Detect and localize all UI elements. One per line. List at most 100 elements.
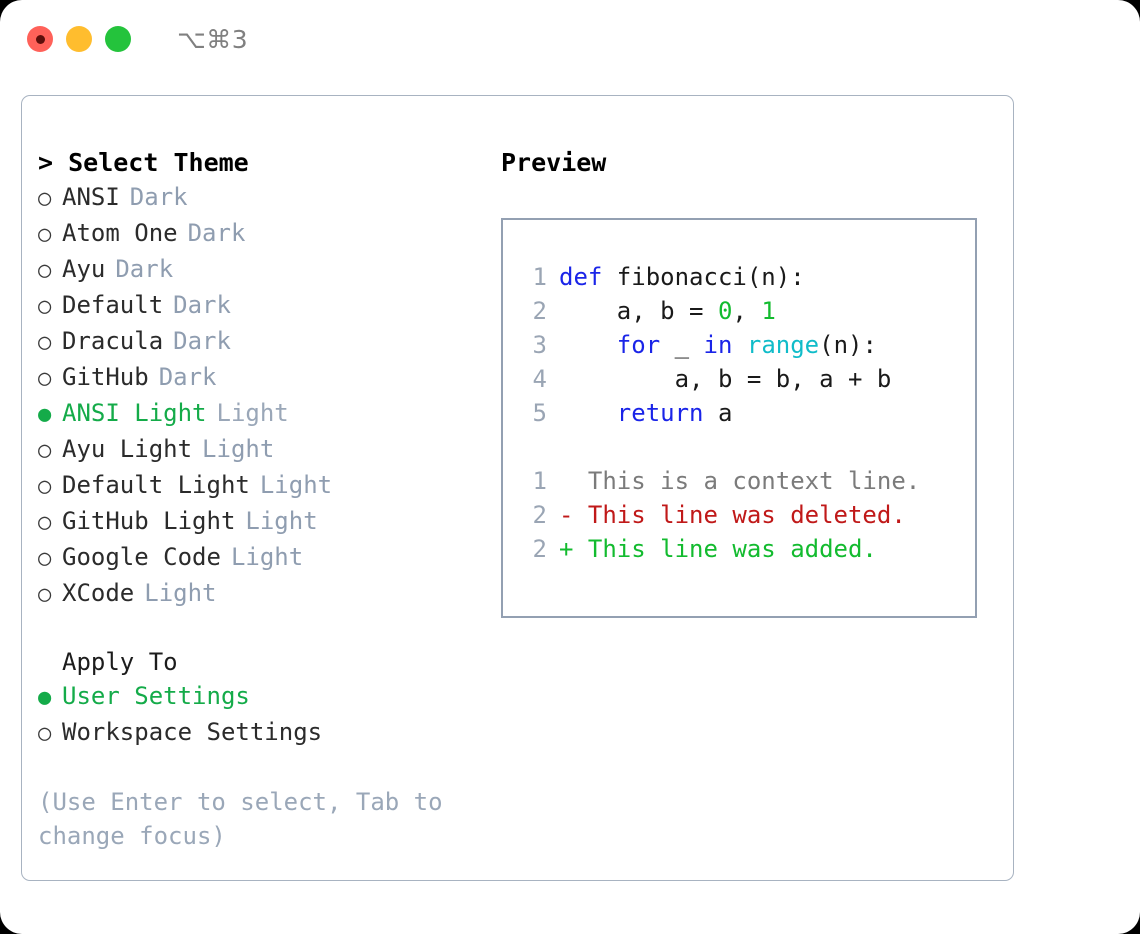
line-number: 2 [532, 535, 547, 563]
theme-option-label: GitHub [62, 363, 149, 391]
radio-unselected-icon: ○ [38, 438, 52, 463]
apply-to-option-label: User Settings [62, 682, 250, 710]
close-icon [35, 34, 45, 44]
code-token-plain: a, b = b, a + b [559, 365, 892, 393]
code-token-plain: a [703, 399, 733, 427]
code-token-kw: in [703, 331, 733, 359]
code-token-fn: range [746, 331, 820, 359]
line-number: 2 [532, 297, 547, 325]
theme-variant-badge: Light [245, 507, 318, 535]
theme-variant-badge: Dark [115, 255, 174, 283]
theme-option-label: Google Code [62, 543, 221, 571]
apply-to-option-label: Workspace Settings [62, 718, 323, 746]
theme-option-label: ANSI [62, 183, 120, 211]
theme-variant-badge: Dark [129, 183, 188, 211]
theme-option-label: ANSI Light [62, 399, 207, 427]
code-token-plain: (n): [819, 331, 877, 359]
maximize-button[interactable] [105, 26, 131, 52]
apply-to-option-list[interactable]: ●User Settings ○ Workspace Settings [38, 679, 488, 751]
theme-variant-badge: Light [259, 471, 333, 499]
theme-option-ayu-light[interactable]: ○ Ayu Light Light [38, 432, 488, 468]
line-number: 4 [532, 365, 547, 393]
keyboard-hint-text: (Use Enter to select, Tab to change focu… [38, 788, 458, 850]
code-line: 3 for _ in range(n): [521, 328, 975, 362]
apply-to-option-workspace-settings[interactable]: ○ Workspace Settings [38, 715, 488, 751]
diff-text: This is a context line. [559, 467, 921, 495]
line-number: 2 [532, 501, 547, 529]
theme-option-label: Atom One [62, 219, 178, 247]
radio-unselected-icon: ○ [38, 366, 52, 391]
code-token-kw: def [559, 263, 603, 291]
close-button[interactable] [27, 26, 53, 52]
line-number: 3 [532, 331, 547, 359]
code-token-plain [732, 331, 746, 359]
window-titlebar: ⌥⌘3 [0, 0, 1140, 78]
code-text: a, b = 0, 1 [559, 294, 776, 328]
preview-spacer [521, 430, 975, 464]
theme-option-atom-one[interactable]: ○ Atom One Dark [38, 216, 488, 252]
code-line: 2 a, b = 0, 1 [521, 294, 975, 328]
radio-unselected-icon: ○ [38, 186, 52, 211]
theme-option-label: Default Light [62, 471, 250, 499]
code-token-plain [559, 331, 617, 359]
diff-line-del: 2 - This line was deleted. [521, 498, 975, 532]
radio-unselected-icon: ○ [38, 510, 52, 535]
code-line: 5 return a [521, 396, 975, 430]
diff-sample: 1 This is a context line. 2 - This line wa… [521, 464, 975, 566]
code-token-kw: return [616, 399, 704, 427]
diff-text: + This line was added. [559, 535, 877, 563]
radio-unselected-icon: ○ [38, 582, 52, 607]
minimize-button[interactable] [66, 26, 92, 52]
radio-unselected-icon: ○ [38, 330, 52, 355]
theme-variant-badge: Light [202, 435, 275, 463]
diff-text: - This line was deleted. [559, 501, 906, 529]
radio-unselected-icon: ○ [38, 546, 52, 571]
code-line: 1 def fibonacci(n): [521, 260, 975, 294]
code-text: return a [559, 396, 733, 430]
preview-heading: Preview [501, 148, 607, 177]
theme-variant-badge: Dark [158, 363, 217, 391]
line-number: 5 [532, 399, 547, 427]
theme-option-label: GitHub Light [62, 507, 236, 535]
theme-option-label: Ayu Light [62, 435, 193, 463]
code-token-plain: a, b = [559, 297, 718, 325]
theme-option-github[interactable]: ○ GitHub Dark [38, 360, 488, 396]
theme-variant-badge: Dark [173, 291, 231, 319]
keyboard-shortcut-label: ⌥⌘3 [177, 24, 249, 54]
theme-option-label: XCode [62, 579, 135, 607]
code-token-plain: fibonacci(n): [602, 263, 805, 291]
apply-to-heading: Apply To [62, 648, 178, 676]
code-token-plain [559, 399, 617, 427]
radio-unselected-icon: ○ [38, 721, 52, 746]
line-number: 1 [532, 467, 547, 495]
code-text: a, b = b, a + b [559, 362, 892, 396]
theme-variant-badge: Dark [187, 219, 246, 247]
line-number: 1 [532, 263, 547, 291]
radio-unselected-icon: ○ [38, 222, 52, 247]
code-token-plain: , [732, 297, 762, 325]
select-theme-heading: > Select Theme [38, 148, 249, 177]
code-text: def fibonacci(n): [559, 260, 805, 294]
theme-option-label: Default [62, 291, 164, 319]
code-token-plain: _ [660, 331, 704, 359]
theme-option-ansi[interactable]: ○ ANSI Dark [38, 180, 488, 216]
code-text: for _ in range(n): [559, 328, 877, 362]
theme-option-github-light[interactable]: ○ GitHub Light Light [38, 504, 488, 540]
radio-unselected-icon: ○ [38, 258, 52, 283]
apply-to-option-user-settings[interactable]: ●User Settings [38, 679, 488, 715]
theme-variant-badge: Dark [173, 327, 231, 355]
